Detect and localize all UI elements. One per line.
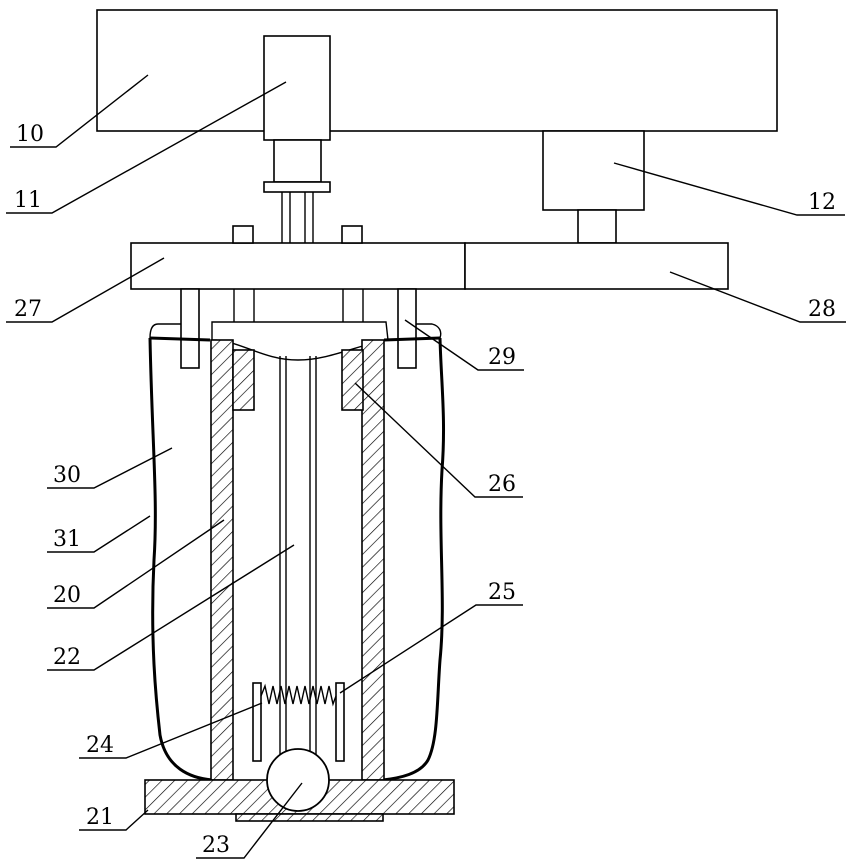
bag-31-outline bbox=[150, 338, 212, 780]
top-pin-left bbox=[233, 226, 253, 243]
label-22: 22 bbox=[53, 645, 81, 670]
spring-block-24 bbox=[253, 683, 261, 761]
bag-31-outline-right bbox=[383, 338, 444, 780]
label-28: 28 bbox=[808, 297, 836, 322]
plate-27 bbox=[131, 243, 465, 289]
motor-12-shaft bbox=[578, 210, 616, 243]
leader-lines bbox=[6, 75, 846, 858]
spring-block-25 bbox=[336, 683, 344, 761]
motor-12 bbox=[543, 131, 644, 210]
label-11: 11 bbox=[14, 188, 42, 213]
plate-28 bbox=[465, 243, 728, 289]
label-10: 10 bbox=[16, 122, 44, 147]
bag-top-line-left bbox=[150, 338, 210, 340]
ball-23 bbox=[267, 749, 329, 811]
label-25: 25 bbox=[488, 580, 516, 605]
tube-wall-20-right bbox=[362, 340, 384, 780]
tube-wall-20-left bbox=[211, 340, 233, 780]
label-30: 30 bbox=[53, 463, 81, 488]
bag-top-left bbox=[150, 324, 181, 338]
label-29: 29 bbox=[488, 345, 516, 370]
label-12: 12 bbox=[808, 190, 836, 215]
motor-11-collar bbox=[264, 182, 330, 192]
label-20: 20 bbox=[53, 583, 81, 608]
base-lip bbox=[236, 814, 383, 821]
top-frame-10 bbox=[97, 10, 777, 131]
label-26: 26 bbox=[488, 472, 516, 497]
motor-11-neck bbox=[274, 140, 321, 182]
pin-29-left bbox=[181, 289, 199, 368]
block-26-left bbox=[233, 350, 254, 410]
pin-29-right bbox=[398, 289, 416, 368]
label-23: 23 bbox=[202, 833, 230, 858]
block-26-right bbox=[342, 350, 363, 410]
spring-25 bbox=[261, 686, 336, 704]
top-pin-right bbox=[342, 226, 362, 243]
label-31: 31 bbox=[53, 527, 81, 552]
label-24: 24 bbox=[86, 733, 114, 758]
label-21: 21 bbox=[86, 805, 114, 830]
label-27: 27 bbox=[14, 297, 42, 322]
